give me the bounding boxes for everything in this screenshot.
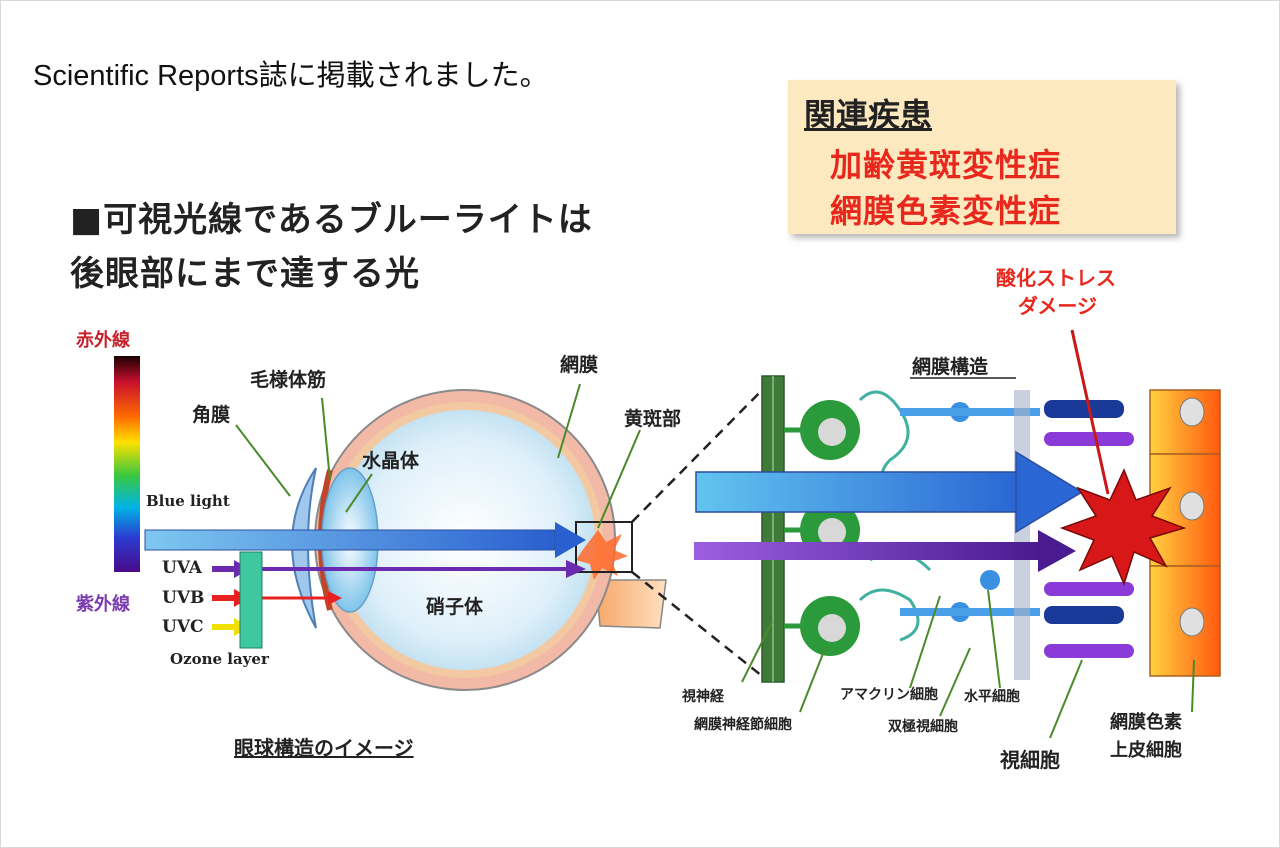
bipolar-cell-label: 双極視細胞 <box>888 719 958 735</box>
macula-label: 黄斑部 <box>624 408 682 430</box>
ganglion-cell-label: 網膜神経節細胞 <box>694 717 792 733</box>
heading-line-1: ■可視光線であるブルーライトは <box>70 200 593 240</box>
rpe-cells <box>1149 389 1221 677</box>
ganglion-cells <box>784 400 860 656</box>
ciliary-leader <box>321 397 331 481</box>
retina-blue-arrow-body <box>695 471 1019 513</box>
uvb-label: UVB <box>162 588 205 608</box>
retina-structure-title: 網膜構造 <box>912 356 989 378</box>
uva-label: UVA <box>162 558 202 578</box>
blue-light-arrow-head <box>555 522 586 558</box>
blue-light-label: Blue light <box>146 492 230 510</box>
uvb-arrow-head-long <box>328 591 342 605</box>
horizontal-cells <box>1014 390 1030 680</box>
retina-violet-arrow-head <box>1038 530 1076 572</box>
zoom-line-bottom <box>631 571 763 677</box>
photoreceptor-label: 視細胞 <box>1000 748 1060 772</box>
rpe-label-line-2: 上皮細胞 <box>1110 740 1182 761</box>
ciliary-muscle-label: 毛様体筋 <box>250 369 327 391</box>
bipolar-leader <box>939 647 971 717</box>
spectrum-bar <box>114 356 140 572</box>
macula-leader <box>597 429 641 529</box>
vitreous-label: 硝子体 <box>426 596 484 618</box>
optic-nerve-label: 視神経 <box>682 689 724 705</box>
amacrine-cells <box>858 390 932 642</box>
macula-highlight <box>576 530 628 580</box>
retina-leader <box>557 383 581 459</box>
damage-leader <box>1070 329 1110 495</box>
cornea-label: 角膜 <box>192 404 231 426</box>
disease-item-rp: 網膜色素変性症 <box>830 192 1062 230</box>
uvc-label: UVC <box>162 617 204 637</box>
photoreceptor-cells <box>1044 400 1134 658</box>
damage-label: ダメージ <box>1018 294 1097 318</box>
ganglion-leader <box>799 645 827 713</box>
oxidative-stress-label: 酸化ストレス <box>996 266 1116 290</box>
lens-leader <box>345 473 373 513</box>
amacrine-leader <box>909 595 941 689</box>
uva-arrow-head-long <box>566 560 586 578</box>
related-diseases-box: 関連疾患 加齢黄斑変性症 網膜色素変性症 <box>788 80 1176 234</box>
oxidative-damage-burst <box>1059 468 1187 587</box>
cornea-leader <box>235 424 291 497</box>
lens-label: 水晶体 <box>362 450 420 472</box>
retina-blue-arrow-head <box>1015 450 1084 534</box>
macula-zoom-box <box>575 521 633 573</box>
optic-nerve-leader <box>741 621 773 683</box>
amacrine-cell-label: アマクリン細胞 <box>840 687 938 703</box>
blue-light-arrow-body <box>144 529 556 551</box>
ozone-layer-bar <box>239 551 263 649</box>
retina-violet-arrow-body <box>694 542 1040 560</box>
related-diseases-title: 関連疾患 <box>804 96 933 134</box>
eye-structure-caption: 眼球構造のイメージ <box>234 736 414 760</box>
rpe-leader <box>1191 659 1195 713</box>
heading-line-2: 後眼部にまで達する光 <box>70 254 420 294</box>
horizontal-leader <box>987 589 1001 689</box>
photoreceptor-leader <box>1049 659 1083 739</box>
horizontal-cell-label: 水平細胞 <box>964 689 1020 705</box>
infrared-label: 赤外線 <box>76 330 130 351</box>
ozone-layer-label: Ozone layer <box>170 650 269 668</box>
rpe-label-line-1: 網膜色素 <box>1110 712 1182 733</box>
caption-text: Scientific Reports誌に掲載されました。 <box>33 60 549 92</box>
disease-item-amd: 加齢黄斑変性症 <box>830 146 1062 184</box>
ultraviolet-label: 紫外線 <box>76 594 130 615</box>
optic-nerve-shape <box>595 579 667 629</box>
retina-label: 網膜 <box>560 354 599 376</box>
